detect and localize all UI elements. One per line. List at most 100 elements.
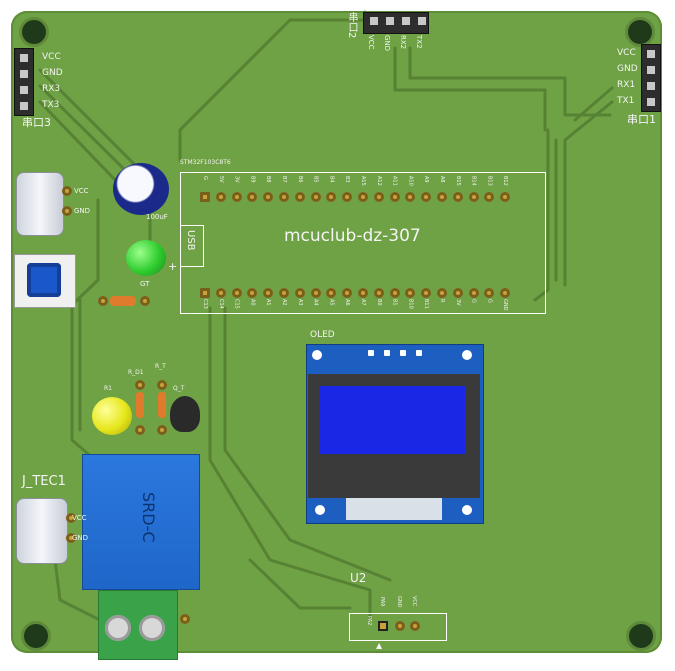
u2-label: U2 (350, 571, 367, 585)
mcu-bottom-pin-pad (373, 288, 384, 298)
serial1-pin-rx1: RX1 (617, 80, 636, 90)
serial2-pin-vcc: VCC (367, 35, 375, 50)
mcu-top-pin-pad (279, 192, 289, 202)
j-tec1-pad-vcc (66, 513, 76, 523)
mcu-bottom-pin-label: A6 (344, 299, 351, 306)
mcu-top-pin-pad (326, 192, 337, 202)
oled-mount-hole (462, 505, 472, 515)
green-led-plus: + (168, 260, 178, 273)
mcu-bottom-pin-pad (405, 288, 416, 298)
mcu-bottom-pin-pad (358, 288, 368, 298)
mcu-bottom-pin-pad (310, 288, 321, 298)
mcu-bottom-pin-label: A3 (296, 299, 303, 306)
mounting-hole-bl (24, 624, 48, 648)
mcu-bottom-pin-pad (500, 288, 511, 298)
relay (82, 454, 200, 590)
mcu-top-pin-pad (373, 192, 384, 202)
mcu-bottom-pin-label: A1 (265, 299, 272, 306)
power-switch[interactable] (14, 254, 76, 308)
mcu-bottom-pin-pad (468, 288, 479, 298)
mcu-top-pin-label: B13 (486, 176, 493, 186)
mcu-top-pin-pad (247, 192, 258, 202)
resistor-label-1: R_D1 (128, 369, 144, 376)
mcu-bottom-pin-pad (437, 288, 447, 298)
mcu-top-pin-label: 5V (217, 176, 224, 183)
j-tec1-pad-gnd (66, 533, 76, 543)
mcu-top-pin-pad (263, 192, 274, 202)
oled-pin (416, 350, 422, 356)
mcu-top-pin-label: B6 (296, 176, 303, 183)
serial3-pin-rx3: RX3 (42, 84, 61, 94)
mcu-bottom-pin-label: A0 (249, 299, 256, 306)
mcu-top-pin-pad (310, 192, 321, 202)
mcu-top-pin-pad (358, 192, 368, 202)
serial2-pin-gnd: GND (383, 35, 391, 52)
mcu-top-pin-pad (342, 192, 353, 202)
oled-mount-hole (462, 350, 472, 360)
oled-mount-hole (315, 505, 325, 515)
board-title: mcuclub-dz-307 (284, 226, 421, 246)
power-pad-vcc (62, 186, 72, 196)
u2-outline (349, 613, 447, 641)
mcu-bottom-pin-pad (326, 288, 337, 298)
power-usbc-connector (16, 172, 64, 236)
serial3-label: 串口3 (22, 116, 51, 129)
mcu-top-pin-label: A11 (391, 176, 398, 186)
mcu-top-pin-label: A8 (439, 176, 445, 183)
u2-pin-label: VCC (411, 596, 417, 607)
resistor1 (110, 296, 136, 306)
mcu-bottom-pin-label: B1 (391, 299, 398, 306)
mcu-top-pin-label: A10 (407, 176, 414, 186)
mcu-top-pin-label: B7 (281, 176, 287, 183)
mcu-bottom-pin-label: R (439, 299, 445, 303)
mcu-bottom-pin-label: C13 (202, 299, 208, 309)
mounting-hole-tr (628, 20, 652, 44)
electrolytic-capacitor (113, 163, 169, 215)
power-pin-gnd: GND (74, 207, 91, 215)
mcu-bottom-pin-label: GND (502, 299, 509, 311)
serial1-pin-tx1: TX1 (617, 96, 635, 106)
u2-pad-1 (378, 621, 388, 631)
mcu-bottom-pin-pad (421, 288, 432, 298)
serial3-pin-vcc: VCC (42, 52, 61, 62)
mcu-top-pin-label: B8 (265, 176, 272, 183)
u2-pad-3 (410, 621, 420, 631)
mcu-top-pin-label: 3V (233, 176, 240, 183)
u2-pin-label: GND (396, 596, 402, 608)
mcu-bottom-pin-label: B0 (375, 299, 382, 306)
transistor (170, 396, 200, 432)
power-pin-vcc: VCC (74, 187, 89, 195)
mcu-top-pin-pad (421, 192, 432, 202)
mcu-module-label: STM32F103C8T6 (180, 159, 231, 166)
mcu-top-pin-label: B9 (249, 176, 256, 183)
mcu-top-pin-label: B15 (454, 176, 461, 186)
relay-label: SRD-C (139, 492, 158, 543)
usb-outline (180, 225, 204, 267)
pad (135, 425, 145, 435)
transistor-label: Q_T (173, 385, 185, 392)
green-led (126, 240, 166, 276)
mcu-top-pin-label: B14 (470, 176, 477, 186)
mcu-bottom-pin-label: B10 (407, 299, 414, 309)
yellow-led-label: R1 (104, 385, 112, 392)
pad (157, 380, 167, 390)
screw-terminal (98, 590, 178, 660)
mcu-top-pin-label: B12 (502, 176, 509, 186)
serial3-pin-tx3: TX3 (42, 100, 60, 110)
mounting-hole-br (629, 624, 653, 648)
serial1-label: 串口1 (627, 113, 656, 126)
capacitor-value: 100uF (146, 213, 168, 221)
mcu-bottom-pin-pad (231, 288, 242, 298)
j-tec1-label: J_TEC1 (22, 474, 66, 489)
pad (180, 614, 190, 624)
mcu-bottom-pin-label: A7 (360, 299, 366, 306)
oled-ribbon (346, 498, 442, 520)
pad (157, 425, 167, 435)
mcu-top-pin-pad (215, 192, 226, 202)
resistor1-pad-b (140, 296, 150, 306)
mcu-top-pin-label: B3 (344, 176, 351, 183)
mcu-top-pin-label: B4 (328, 176, 335, 183)
mcu-bottom-pin-label: G (486, 299, 493, 303)
mcu-top-pin-pad (500, 192, 511, 202)
